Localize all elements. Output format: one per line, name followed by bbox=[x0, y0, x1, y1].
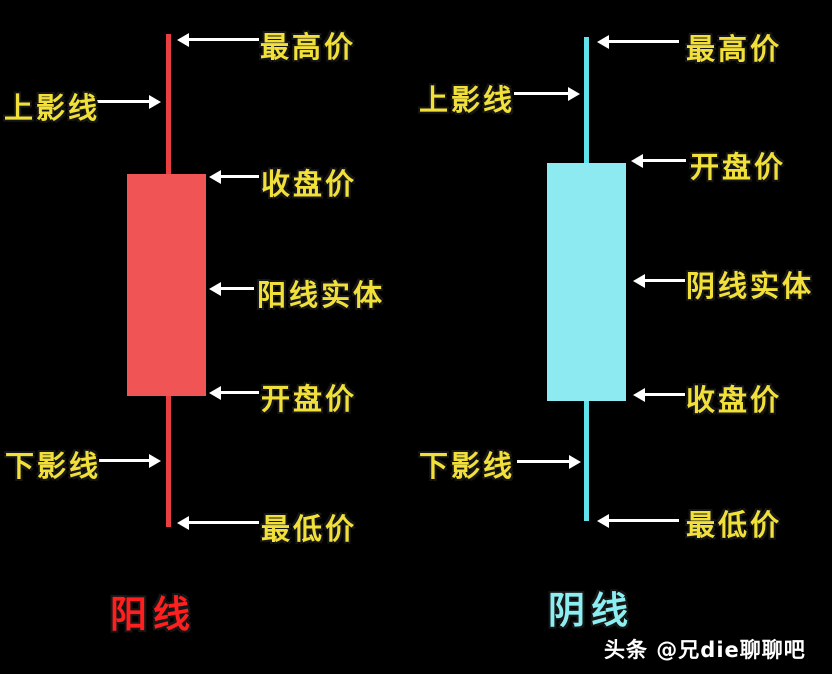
bullish-body-label: 阳线实体 bbox=[257, 278, 386, 312]
bullish-body-arrow bbox=[209, 281, 254, 297]
bearish-highest-price-label: 最高价 bbox=[686, 32, 783, 66]
bearish-close-price-label: 收盘价 bbox=[686, 383, 783, 417]
bearish-open-price-label: 开盘价 bbox=[690, 150, 787, 184]
bullish-lowest-arrow bbox=[177, 515, 259, 531]
bearish-highest-arrow bbox=[597, 34, 679, 50]
arrow-shaft bbox=[608, 40, 679, 43]
arrow-shaft bbox=[220, 391, 259, 394]
arrow-shaft bbox=[644, 279, 685, 282]
bearish-close-arrow bbox=[633, 387, 685, 403]
bullish-highest-price-label: 最高价 bbox=[260, 30, 357, 64]
watermark: 头条 @兄die聊聊吧 bbox=[604, 638, 806, 662]
bullish-upper-shadow-label: 上影线 bbox=[4, 91, 101, 125]
bearish-body-arrow bbox=[633, 273, 685, 289]
arrow-shaft bbox=[220, 175, 259, 178]
arrow-shaft bbox=[99, 459, 150, 462]
bullish-open-arrow bbox=[209, 385, 259, 401]
bullish-open-price-label: 开盘价 bbox=[261, 382, 358, 416]
arrow-shaft bbox=[188, 38, 259, 41]
arrow-shaft bbox=[220, 287, 254, 290]
bearish-lowest-price-label: 最低价 bbox=[686, 508, 783, 542]
bullish-highest-arrow bbox=[177, 32, 259, 48]
bullish-candle-title: 阳线 bbox=[110, 593, 196, 636]
arrow-shaft bbox=[608, 519, 679, 522]
bearish-upper-shadow-label: 上影线 bbox=[419, 83, 516, 117]
bullish-upper-shadow-arrow bbox=[97, 94, 161, 110]
bearish-open-arrow bbox=[631, 153, 686, 169]
arrow-shaft bbox=[97, 100, 150, 103]
arrow-shaft bbox=[514, 92, 569, 95]
bearish-lower-shadow-label: 下影线 bbox=[419, 449, 516, 483]
bearish-upper-shadow-arrow bbox=[514, 86, 580, 102]
bullish-close-price-label: 收盘价 bbox=[261, 167, 358, 201]
bearish-lower-shadow-arrow bbox=[517, 454, 581, 470]
arrow-shaft bbox=[517, 460, 570, 463]
bullish-candle-body bbox=[127, 174, 206, 396]
arrow-shaft bbox=[188, 521, 259, 524]
bullish-close-arrow bbox=[209, 169, 259, 185]
arrow-shaft bbox=[644, 393, 685, 396]
bearish-candle-body bbox=[547, 163, 626, 401]
bullish-lowest-price-label: 最低价 bbox=[261, 512, 358, 546]
arrow-shaft bbox=[642, 159, 686, 162]
bullish-lower-shadow-arrow bbox=[99, 453, 161, 469]
bearish-body-label: 阴线实体 bbox=[686, 269, 815, 303]
bearish-lowest-arrow bbox=[597, 513, 679, 529]
bullish-lower-shadow-label: 下影线 bbox=[5, 449, 102, 483]
bearish-candle-title: 阴线 bbox=[548, 589, 634, 632]
